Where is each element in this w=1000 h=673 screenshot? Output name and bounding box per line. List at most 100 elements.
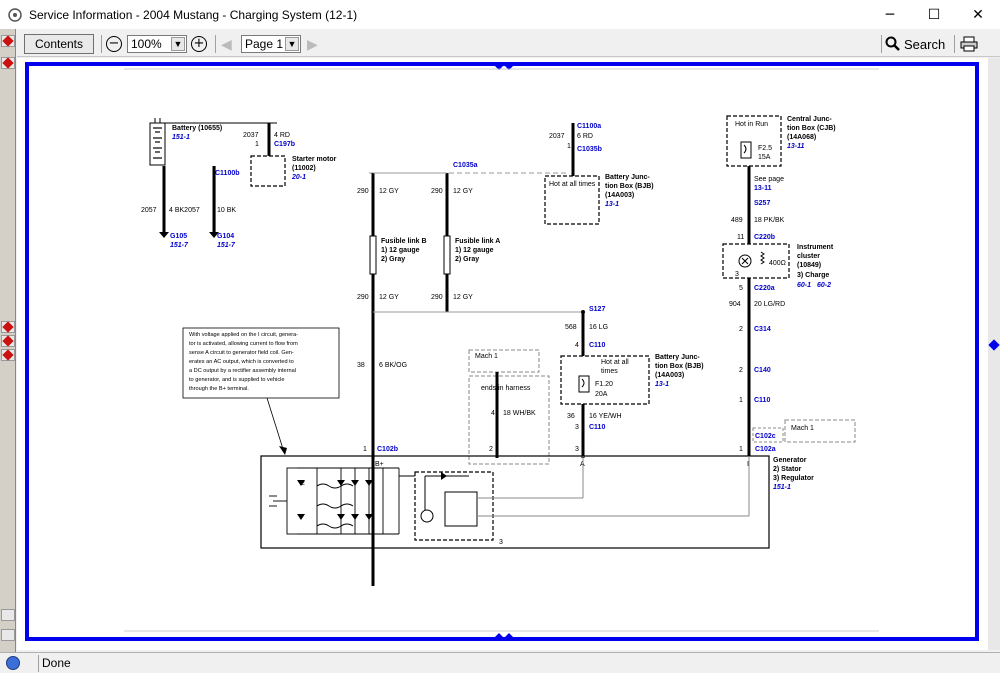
c110-link-2[interactable]: C110: [589, 424, 605, 431]
note-line-6: to generator, and is supplied to vehicle: [189, 377, 284, 383]
gen-regulator: 3) Regulator: [773, 475, 814, 482]
cluster-ref1-link[interactable]: 60-1: [797, 282, 811, 289]
cjb-ref-link[interactable]: 13-11: [787, 143, 804, 150]
c140-link[interactable]: C140: [754, 367, 771, 374]
c197b-link[interactable]: C197b: [274, 141, 295, 148]
g104-ref-link[interactable]: 151-7: [217, 242, 236, 249]
s127-link[interactable]: S127: [589, 306, 605, 313]
see-page-ref-link[interactable]: 13-11: [754, 185, 772, 192]
note-line-7: through the B+ terminal.: [189, 386, 249, 392]
cluster-pin: 3: [735, 271, 739, 278]
contents-button[interactable]: Contents: [24, 34, 94, 54]
g105-link[interactable]: G105: [170, 233, 187, 240]
see-page-label: See page: [754, 176, 784, 183]
bjb-top-name2: tion Box (BJB): [605, 183, 654, 190]
c1100a-link[interactable]: C1100a: [577, 123, 601, 130]
chevron-down-icon[interactable]: ▼: [171, 37, 185, 51]
c110-link-3[interactable]: C110: [754, 397, 770, 404]
bjb-mid-num: (14A003): [655, 372, 684, 379]
note-line-5: a DC output by a rectifier assembly inte…: [189, 368, 296, 374]
gen-i: I: [747, 461, 749, 468]
top-wire-pin: 1: [567, 143, 571, 150]
bjb-mid-amps: 20A: [595, 391, 608, 398]
nav-arrow-icon[interactable]: [1, 57, 15, 69]
bjb-top-ref-link[interactable]: 13-1: [605, 201, 619, 208]
c102b-link[interactable]: C102b: [377, 446, 398, 453]
prev-page-icon[interactable]: ◀: [221, 35, 232, 52]
starter-wire-num: 2037: [243, 132, 259, 139]
fl-b-num-bot: 290: [357, 294, 369, 301]
bjb-mid-hot2: times: [601, 368, 618, 375]
toolbar-separator: [101, 35, 102, 53]
toolbar-separator: [881, 35, 882, 53]
lg-wire-pin: 4: [575, 342, 579, 349]
cluster-item: 3) Charge: [797, 272, 829, 279]
c102a-link[interactable]: C102a: [755, 446, 776, 453]
c220b-link[interactable]: C220b: [754, 234, 775, 241]
starter-ref-link[interactable]: 20-1: [291, 174, 306, 181]
bjb-mid-ref-link[interactable]: 13-1: [655, 381, 669, 388]
close-button[interactable]: ✕: [972, 6, 984, 23]
chevron-down-icon[interactable]: ▼: [285, 37, 299, 51]
pk-bk-color: 18 PK/BK: [754, 217, 785, 224]
bjb-top-hot: Hot at all times: [549, 181, 596, 188]
battery-ref-link[interactable]: 151-1: [172, 134, 190, 141]
pk-bk-num: 489: [731, 217, 743, 224]
fl-a-num-top: 290: [431, 188, 443, 195]
fusible-a-l1: 1) 12 gauge: [455, 247, 494, 254]
cjb-fuse: F2.5: [758, 145, 772, 152]
bjb-mid-name: Battery Junc-: [655, 354, 700, 361]
left-rail: [0, 29, 16, 652]
wh-bk-num: 4: [491, 410, 495, 417]
browser-icon: [6, 656, 20, 670]
zoom-in-icon[interactable]: +: [191, 36, 207, 52]
print-button[interactable]: [960, 34, 978, 54]
scroll-marker-icon: [988, 339, 1000, 351]
bookmark-icon[interactable]: [1, 609, 15, 621]
nav-arrow-icon[interactable]: [1, 35, 15, 47]
c1100b-link[interactable]: C1100b: [215, 170, 240, 177]
next-page-icon[interactable]: ▶: [307, 35, 318, 52]
gen-ref-link[interactable]: 151-1: [773, 484, 791, 491]
bjb-mid-hot1: Hot at all: [601, 359, 629, 366]
bjb-top-name: Battery Junc-: [605, 174, 650, 181]
c1035b-link[interactable]: C1035b: [577, 146, 602, 153]
s257-link[interactable]: S257: [754, 200, 770, 207]
title-bar: Service Information - 2004 Mustang - Cha…: [0, 0, 1000, 29]
fusible-b-l1: 1) 12 gauge: [381, 247, 420, 254]
c110-link-1[interactable]: C110: [589, 342, 605, 349]
c220a-link[interactable]: C220a: [754, 285, 775, 292]
wiring-diagram: Battery (10655) 151-1 2037 4 RD 1 C197b …: [124, 66, 879, 637]
g104-link[interactable]: G104: [217, 233, 234, 240]
search-icon: [885, 36, 900, 51]
cluster-ref2-link[interactable]: 60-2: [817, 282, 831, 289]
maximize-button[interactable]: ☐: [927, 6, 941, 23]
minimize-button[interactable]: ─: [885, 6, 895, 23]
status-text: Done: [38, 655, 71, 672]
nav-arrow-icon[interactable]: [1, 321, 15, 333]
fusible-a-title: Fusible link A: [455, 238, 500, 245]
zoom-select[interactable]: 100% ▼: [127, 35, 187, 53]
window-title: Service Information - 2004 Mustang - Cha…: [29, 7, 358, 22]
cjb-name2: tion Box (CJB): [787, 125, 836, 132]
right-rail: [988, 58, 1000, 650]
fl-a-color-bot: 12 GY: [453, 294, 473, 301]
print-small-icon[interactable]: [1, 629, 15, 641]
c1035a-link[interactable]: C1035a: [453, 162, 478, 169]
battery-name: Battery (10655): [172, 125, 222, 132]
c314-link[interactable]: C314: [754, 326, 771, 333]
gen-label-2: 2: [301, 480, 305, 487]
page-select[interactable]: Page 1 ▼: [241, 35, 301, 53]
wh-bk-pin: 2: [489, 446, 493, 453]
search-button[interactable]: Search: [885, 34, 945, 54]
bat-wire-num: 2057: [141, 207, 157, 214]
g105-ref-link[interactable]: 151-7: [170, 242, 189, 249]
c102c-link[interactable]: C102c: [755, 433, 776, 440]
lg-wire-num: 568: [565, 324, 577, 331]
nav-arrow-icon[interactable]: [1, 335, 15, 347]
nav-arrow-icon[interactable]: [1, 349, 15, 361]
zoom-out-icon[interactable]: −: [106, 36, 122, 52]
c102a-pin: 1: [739, 446, 743, 453]
page-value: Page 1: [245, 37, 284, 51]
toolbar-separator: [954, 35, 955, 53]
